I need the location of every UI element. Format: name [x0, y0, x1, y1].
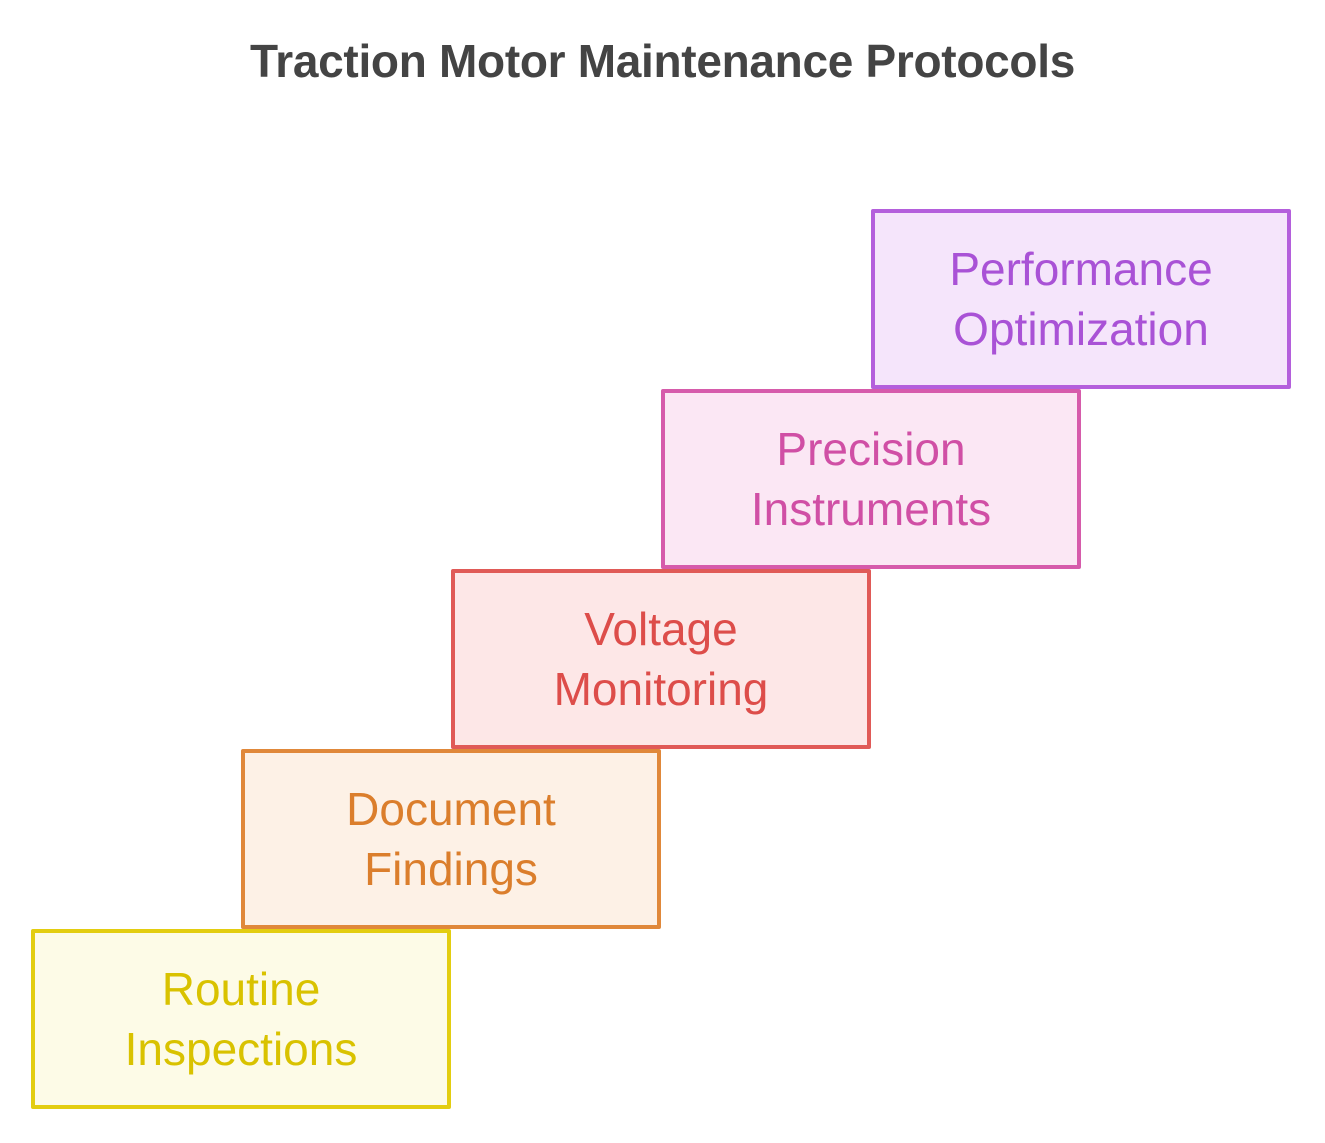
step-precision-instruments: Precision Instruments [661, 389, 1081, 569]
step-voltage-monitoring: Voltage Monitoring [451, 569, 871, 749]
step-label-line1: Document [346, 783, 556, 835]
step-performance-optimization: Performance Optimization [871, 209, 1291, 389]
step-label-line2: Findings [364, 843, 538, 895]
step-document-findings: Document Findings [241, 749, 661, 929]
step-label-line2: Monitoring [553, 663, 769, 715]
step-label-line2: Inspections [124, 1023, 358, 1075]
step-label-line1: Routine [161, 963, 321, 1015]
diagram-title: Traction Motor Maintenance Protocols [250, 35, 1075, 87]
step-label-line1: Precision [776, 423, 966, 475]
step-label-line2: Optimization [953, 303, 1209, 355]
step-label-line1: Voltage [584, 603, 738, 655]
step-label-line2: Instruments [750, 483, 992, 535]
step-routine-inspections: Routine Inspections [31, 929, 451, 1109]
step-label-line1: Performance [949, 243, 1213, 295]
